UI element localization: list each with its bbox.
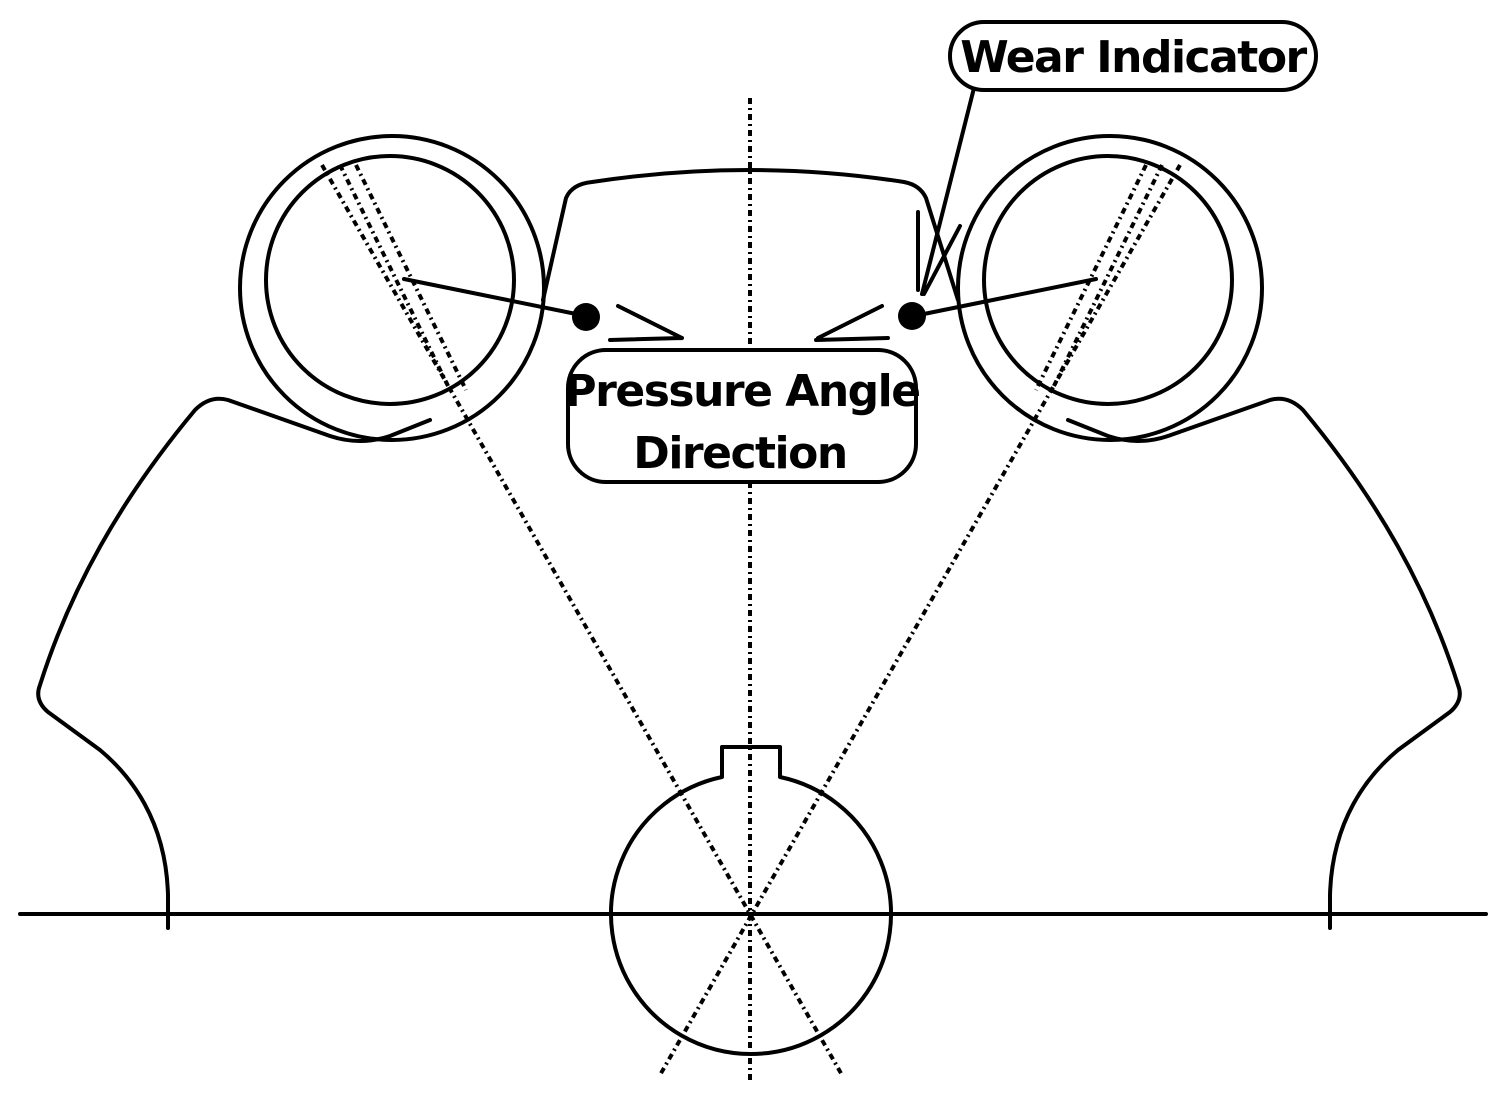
left-radial-centerline-2 [338, 164, 452, 391]
left-roller-inner-circle [264, 154, 516, 406]
pressure-angle-label-line1: Pressure Angle [564, 366, 919, 417]
right-roller-inner-circle [982, 154, 1234, 406]
left-radial-centerline-3 [354, 164, 468, 391]
pressure-angle-label-box [566, 348, 918, 484]
left-contact-point [572, 303, 600, 331]
left-roller-outer-circle [238, 134, 546, 442]
wear-indicator-leader [916, 86, 976, 296]
right-radial-centerline-2 [1050, 164, 1164, 391]
cam-top-profile [541, 168, 960, 302]
pressure-angle-label-line2: Direction [633, 428, 846, 479]
right-radial-centerline-1 [658, 164, 1182, 1076]
wear-indicator-label: Wear Indicator [960, 32, 1307, 83]
left-pressure-arrow [608, 304, 684, 342]
right-contact-point [898, 302, 926, 330]
right-pressure-arrow [814, 304, 890, 342]
right-radial-centerline-3 [1034, 164, 1148, 391]
right-roller-center-line [912, 277, 1098, 318]
shaft-with-key [609, 745, 893, 1056]
left-radial-centerline-1 [320, 164, 844, 1076]
left-roller-center-line [402, 277, 588, 318]
right-roller-outer-circle [956, 134, 1264, 442]
housing-outline [36, 396, 432, 930]
housing-outline-right [1066, 396, 1462, 930]
wear-indicator-label-box [948, 20, 1318, 92]
